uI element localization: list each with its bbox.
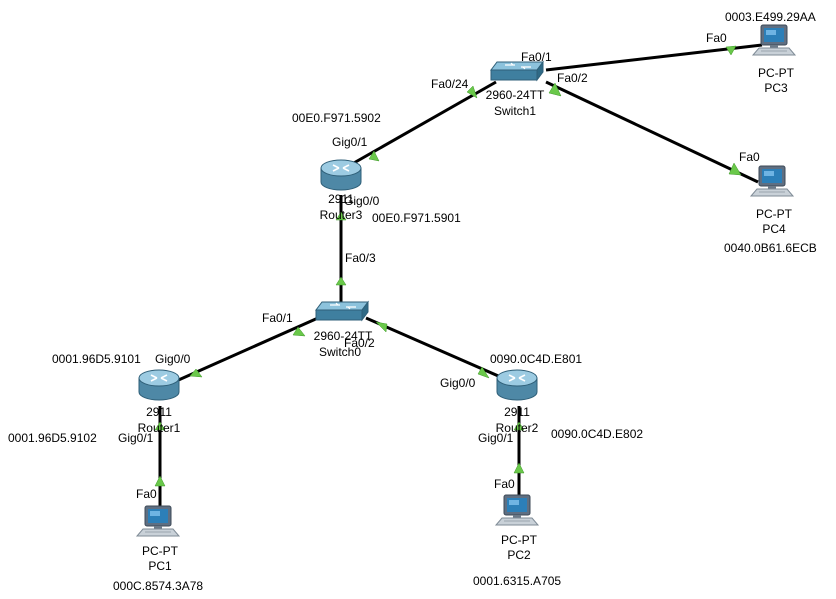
pc4-name-label: PC4 [762, 222, 786, 236]
switch1-device[interactable] [490, 61, 544, 81]
port-label-sw1-fa0-24: Fa0/24 [431, 77, 469, 91]
port-label-r3-gig0-1: Gig0/1 [332, 135, 368, 149]
port-indicator [375, 321, 388, 333]
pc3-name-label: PC3 [764, 81, 788, 95]
port-label-sw1-fa0-1: Fa0/1 [521, 50, 552, 64]
pc2-device[interactable] [495, 494, 539, 526]
port-label-r1-gig0-0: Gig0/0 [155, 352, 191, 366]
port-indicator [292, 326, 306, 337]
port-indicator [725, 45, 737, 56]
router2-model-label: 2911 [504, 405, 530, 419]
router1-mac-gig0-1-label: 0001.96D5.9102 [8, 431, 97, 445]
router-icon [320, 159, 362, 191]
port-indicator [728, 162, 742, 176]
pc-icon [752, 24, 796, 56]
switch1-model-label: 2960-24TT [486, 88, 545, 102]
link-switch1-router3 [344, 80, 497, 170]
router2-name-label: Router2 [496, 421, 539, 435]
pc4-mac-label: 0040.0B61.6ECB [724, 241, 817, 255]
router1-mac-gig0-0-label: 0001.96D5.9101 [52, 352, 141, 366]
port-indicator [335, 211, 347, 221]
switch1-name-label: Switch1 [494, 104, 536, 118]
pc2-mac-label: 0001.6315.A705 [473, 574, 561, 588]
port-indicator [466, 85, 478, 99]
router3-name-label: Router3 [320, 208, 363, 222]
pc3-device[interactable] [752, 24, 796, 56]
pc4-model-label: PC-PT [756, 207, 793, 221]
router2-device[interactable] [496, 369, 538, 401]
pc1-device[interactable] [136, 505, 180, 537]
router2-mac-gig0-1-label: 0090.0C4D.E802 [551, 427, 643, 441]
pc1-name-label: PC1 [148, 559, 172, 573]
port-indicator [513, 462, 525, 474]
pc-icon [136, 505, 180, 537]
router2-mac-gig0-0-label: 0090.0C4D.E801 [490, 352, 582, 366]
pc1-model-label: PC-PT [142, 544, 179, 558]
port-indicator [548, 82, 562, 97]
link-switch0-router2 [365, 316, 513, 384]
switch0-device[interactable] [315, 301, 369, 321]
port-label-pc2-fa0: Fa0 [494, 477, 515, 491]
router1-device[interactable] [138, 369, 180, 401]
port-indicator [154, 421, 166, 431]
port-label-pc1-fa0: Fa0 [136, 487, 157, 501]
port-label-sw1-fa0-2: Fa0/2 [557, 71, 588, 85]
router3-model-label: 2911 [328, 192, 354, 206]
port-label-r1-gig0-1: Gig0/1 [118, 431, 154, 445]
port-indicator [513, 421, 525, 431]
port-label-sw0-fa0-1: Fa0/1 [262, 311, 293, 325]
switch-icon [315, 301, 369, 321]
port-label-pc3-fa0: Fa0 [706, 31, 727, 45]
switch-icon [490, 61, 544, 81]
port-label-sw0-fa0-3: Fa0/3 [345, 251, 376, 265]
router3-device[interactable] [320, 159, 362, 191]
port-indicator [154, 475, 166, 487]
port-label-r3-gig0-0: Gig0/0 [344, 194, 380, 208]
router-icon [138, 369, 180, 401]
port-indicator [335, 276, 347, 286]
link-switch1-pc3 [545, 43, 763, 72]
port-label-r2-gig0-0: Gig0/0 [440, 376, 476, 390]
port-indicator [368, 150, 380, 162]
pc1-mac-label: 000C.8574.3A78 [113, 579, 203, 593]
router-icon [496, 369, 538, 401]
switch0-name-label: Switch0 [319, 345, 361, 359]
router1-name-label: Router1 [138, 421, 181, 435]
port-label-r2-gig0-1: Gig0/1 [478, 431, 514, 445]
pc2-model-label: PC-PT [501, 533, 538, 547]
link-switch0-router1 [164, 316, 319, 388]
router1-model-label: 2911 [146, 405, 172, 419]
link-switch1-pc4 [545, 80, 759, 184]
port-indicator [477, 366, 490, 379]
switch0-model-label: 2960-24TT [314, 329, 373, 343]
pc3-mac-label: 0003.E499.29AA [725, 10, 816, 24]
pc3-model-label: PC-PT [758, 66, 795, 80]
pc-icon [495, 494, 539, 526]
router3-mac-gig0-1-label: 00E0.F971.5902 [292, 111, 381, 125]
port-indicator [189, 368, 203, 378]
router3-mac-gig0-0-label: 00E0.F971.5901 [372, 211, 461, 225]
port-label-sw0-fa0-2: Fa0/2 [344, 336, 375, 350]
pc2-name-label: PC2 [507, 548, 531, 562]
port-label-pc4-fa0: Fa0 [739, 150, 760, 164]
